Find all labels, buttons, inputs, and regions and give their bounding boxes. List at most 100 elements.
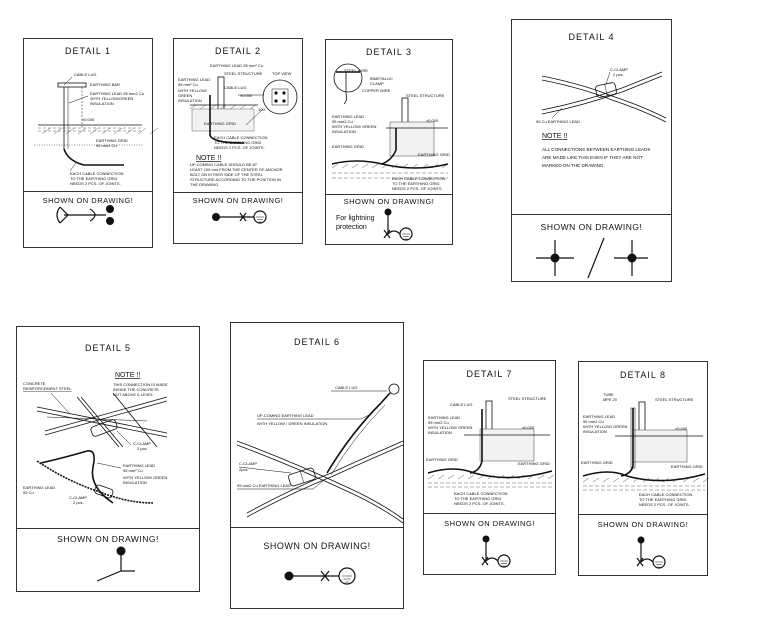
earthing-grid-line [427, 468, 553, 479]
label-clamp-2: 2pcs. [239, 467, 249, 472]
detail-7-drawing: STEEL STRUCTURE CABLE LUG EARTHING LEAD … [426, 396, 555, 568]
note-line-1: ALL CONNECTIONS BETWEEN EARTHING LEADS [542, 147, 651, 152]
label-grid-right: EARTHING GRID [518, 461, 550, 466]
label-copper: COPPER WIRE [362, 88, 391, 93]
label-clamp-1: C-CLAMP [610, 67, 628, 72]
label-cclamp-1: C-CLAMP [133, 441, 151, 446]
label-conn-1: EACH CABLE CONNECTION [454, 491, 507, 496]
note-line-2: INSIDE THE CONCRETE [113, 387, 159, 392]
detail-6-card: DETAIL 6 CABLE LUG UP-COMING EARTHING LE… [230, 322, 404, 609]
label-lead: 95 mm2 Cu EARTHING LEAD [237, 483, 291, 488]
label-conn-2: TO THE EARTHING GRID [392, 181, 439, 186]
label-clamp-1: C-CLAMP [239, 461, 257, 466]
label-conn-2: TO THE EARTHING GRID [214, 140, 261, 145]
label-left-2: 95 Cu [23, 490, 34, 495]
detail-4-title: DETAIL 4 [568, 32, 615, 42]
label-clamp-2: 2 pcs. [613, 72, 624, 77]
label-tube-2: ØPE 20 [603, 397, 618, 402]
label-lead-2: 95 mm² Cu [123, 468, 143, 473]
detail-4-card: DETAIL 4 C-CLAMP 2 pcs. 95 Cu EARTHING L… [511, 19, 672, 282]
detail-5-shown: SHOWN ON DRAWING! [57, 534, 159, 544]
note-line-2: ARE MADE LIKE THIS EVEN IF THEY ARE NOT [542, 155, 643, 160]
label-top-view: TOP VIEW [272, 71, 292, 76]
c-clamp [595, 82, 617, 98]
label-conn-2: TO THE EARTHING GRID [454, 496, 501, 501]
note-heading: NOTE !! [542, 133, 567, 140]
label-concrete-1: CONCRETE [23, 381, 46, 386]
note-line-5: THE DRAWING [190, 182, 218, 187]
earthing-bar [57, 82, 87, 88]
cable-lug-ring [388, 383, 400, 395]
detail-8-title: DETAIL 8 [619, 370, 666, 380]
detail-1-title: DETAIL 1 [64, 46, 111, 56]
label-grid: EARTHING GRID [204, 121, 236, 126]
label-left-1: EARTHING LEAD [23, 485, 55, 490]
label-conn-2: TO THE EARTHING GRID [639, 497, 686, 502]
label-level: ±0.000 [240, 93, 253, 98]
label-grid-right: EARTHING GRID [418, 152, 450, 157]
detail-4-shown: SHOWN ON DRAWING! [540, 222, 643, 232]
label-conn-2: TO THE EARTHING GRID [70, 176, 117, 181]
label-steel: STEEL STRUCTURE [508, 396, 547, 401]
label-concrete-2: REINFORCEMENT STEEL [23, 386, 72, 391]
label-lead-2: WITH YELLOW/GREEN [90, 96, 133, 101]
detail-5-card: DETAIL 5 CONCRETE REINFORCEMENT STEEL NO… [16, 326, 200, 592]
label-lead-3: INSULATION [90, 101, 114, 106]
label-conn-1: EACH CABLE CONNECTION [214, 135, 267, 140]
label-cable-lug: CABLE LUG [74, 72, 96, 77]
symbol-cross-connection-icon [536, 237, 648, 279]
detail-7-card: DETAIL 7 STEEL STRUCTURE CABLE LUG EARTH… [423, 360, 556, 575]
label-cable-lug: CABLE LUG [224, 85, 246, 90]
label-conn-1: EACH CABLE CONNECTION [639, 492, 692, 497]
label-bimetal-2: CLAMP [370, 81, 384, 86]
symbol-earth-connection-icon [284, 567, 356, 585]
label-up-2: WITH YELLOW / GREEN INSULATION [257, 421, 327, 426]
detail-4-drawing: C-CLAMP 2 pcs. 95 Cu EARTHING LEAD NOTE … [536, 67, 667, 279]
note-line-3: BOLT ON EITHER SIDE OF THE STEEL [190, 172, 264, 177]
label-grid-1: EARTHING GRID [96, 138, 128, 143]
label-lead-1: EARTHING LEAD [123, 463, 155, 468]
note-line-1: THIS CONNECTION IS MADE [113, 382, 168, 387]
detail-2-shown: SHOWN ON DRAWING! [192, 196, 284, 205]
note-line-3: NOT ABOVE 0-LEVEL [113, 392, 154, 397]
symbol-concrete-connection-icon [96, 546, 135, 582]
label-lead-4: GREEN [178, 93, 192, 98]
label-conn-1: EACH CABLE CONNECTION [70, 171, 123, 176]
label-lead-4: INSULATION [332, 129, 356, 134]
label-grid-left: EARTHING GRID [332, 144, 364, 149]
label-conn-3: NEEDS 2 PCS. OF JOINTS. [392, 186, 443, 191]
top-view-circle [262, 79, 298, 115]
detail-6-drawing: CABLE LUG UP-COMING EARTHING LEAD WITH Y… [236, 383, 404, 585]
label-level: ±0.000 [82, 117, 95, 122]
label-lead-3: WITH YELLOW/ GREEN [583, 424, 627, 429]
detail-3-card: DETAIL 3 STEEL WIRE BIMETALLIC CLAMP COP… [325, 39, 453, 245]
detail-7-title: DETAIL 7 [466, 369, 513, 379]
label-bimetal-1: BIMETALLIC [370, 76, 393, 81]
symbol-lightning-earth-icon [481, 535, 511, 568]
label-lead-3: WITH YELLOW/ [178, 88, 208, 93]
label-earthing-bar: EARTHING BAR [90, 82, 120, 87]
label-lead-1: EARTHING LEAD [583, 414, 615, 419]
label-lead-2: 95 mm2 Cu [583, 419, 604, 424]
label-level: ±0.000 [675, 426, 688, 431]
label-dim: 100 [258, 107, 265, 112]
detail-1-card: DETAIL 1 CABLE LUG EARTHING BAR EARTHING… [23, 38, 159, 248]
label-cable-lug: CABLE LUG [450, 402, 472, 407]
note-heading: NOTE !! [115, 372, 140, 379]
detail-2-drawing: EARTHING LEAD 95 mm² Cu STEEL STRUCTURE … [178, 63, 298, 224]
earthing-grid-line [582, 471, 706, 482]
label-conn-3: NEEDS 2 PCS. OF JOINTS. [70, 181, 121, 186]
label-cable-lug: CABLE LUG [335, 385, 357, 390]
detail-2-card: DETAIL 2 EARTHING LEAD 95 mm² Cu STEEL S… [173, 38, 303, 244]
label-conn-3: NEEDS 2 PCS. OF JOINTS. [454, 501, 505, 506]
label-grid-right: EARTHING GRID [671, 464, 703, 469]
label-lead-1: EARTHING LEAD 95 mm2 Cu [90, 91, 144, 96]
note-heading: NOTE !! [196, 155, 221, 162]
label-lead: 95 Cu EARTHING LEAD [536, 119, 580, 124]
detail-6-shown: SHOWN ON DRAWING! [263, 541, 371, 551]
detail-3-shown: SHOWN ON DRAWING! [343, 197, 435, 206]
label-lead-4: INSULATION [583, 429, 607, 434]
detail-6-title: DETAIL 6 [293, 337, 340, 347]
label-lead-3: WITH YELLOW/ GREEN [332, 124, 376, 129]
bimetallic-clamp-circle [333, 63, 363, 93]
